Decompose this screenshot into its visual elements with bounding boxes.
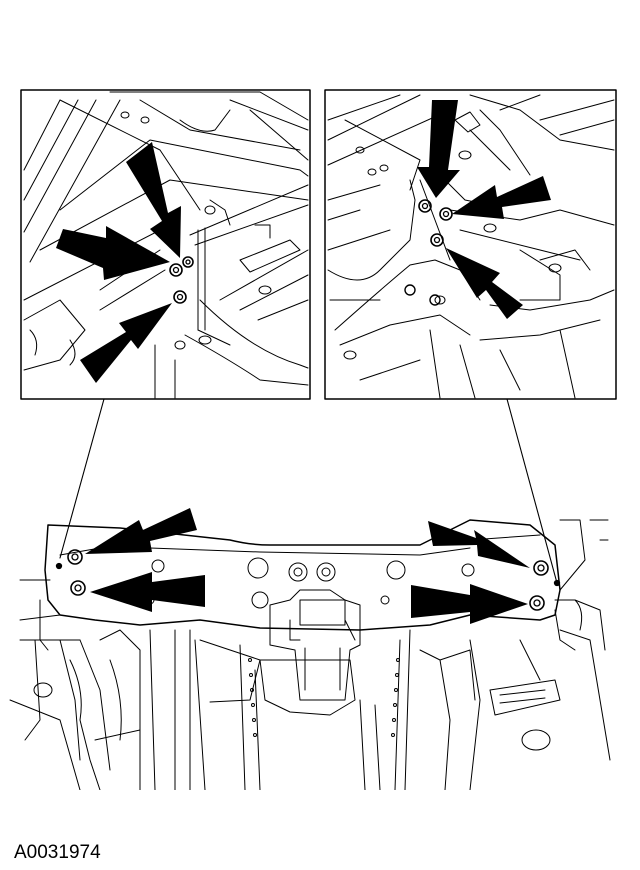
- arrow-icon: [85, 508, 197, 554]
- arrow-icon: [417, 100, 460, 198]
- bolt-group-main: [55, 549, 561, 611]
- arrow-icon-group-main: [85, 508, 530, 624]
- arrow-icon: [446, 248, 523, 319]
- callout-leader-lines: [59, 398, 558, 584]
- arrow-icon: [80, 303, 172, 383]
- inset-left-structure: [23, 91, 309, 399]
- arrow-icon: [56, 226, 170, 280]
- detail-inset-right: [324, 89, 617, 400]
- arrow-icon: [452, 176, 551, 219]
- rail-studs: [248, 658, 400, 737]
- main-view-structure: [9, 519, 611, 790]
- detail-inset-left-frame: [20, 89, 311, 400]
- arrow-icon: [90, 572, 205, 612]
- inset-right-structure: [327, 94, 615, 399]
- main-view: [9, 508, 611, 790]
- detail-inset-left: [20, 89, 311, 400]
- arrow-icon-group-left-inset: [56, 142, 181, 383]
- arrow-icon: [428, 521, 530, 568]
- arrow-icon-group-right-inset: [417, 100, 551, 319]
- bolt-group-right-inset: [404, 199, 453, 306]
- arrow-icon: [126, 142, 181, 258]
- detail-inset-right-frame: [324, 89, 617, 400]
- bolt-group-left-inset: [169, 256, 194, 304]
- arrow-icon: [411, 584, 528, 624]
- figure-id-label: A0031974: [14, 842, 101, 863]
